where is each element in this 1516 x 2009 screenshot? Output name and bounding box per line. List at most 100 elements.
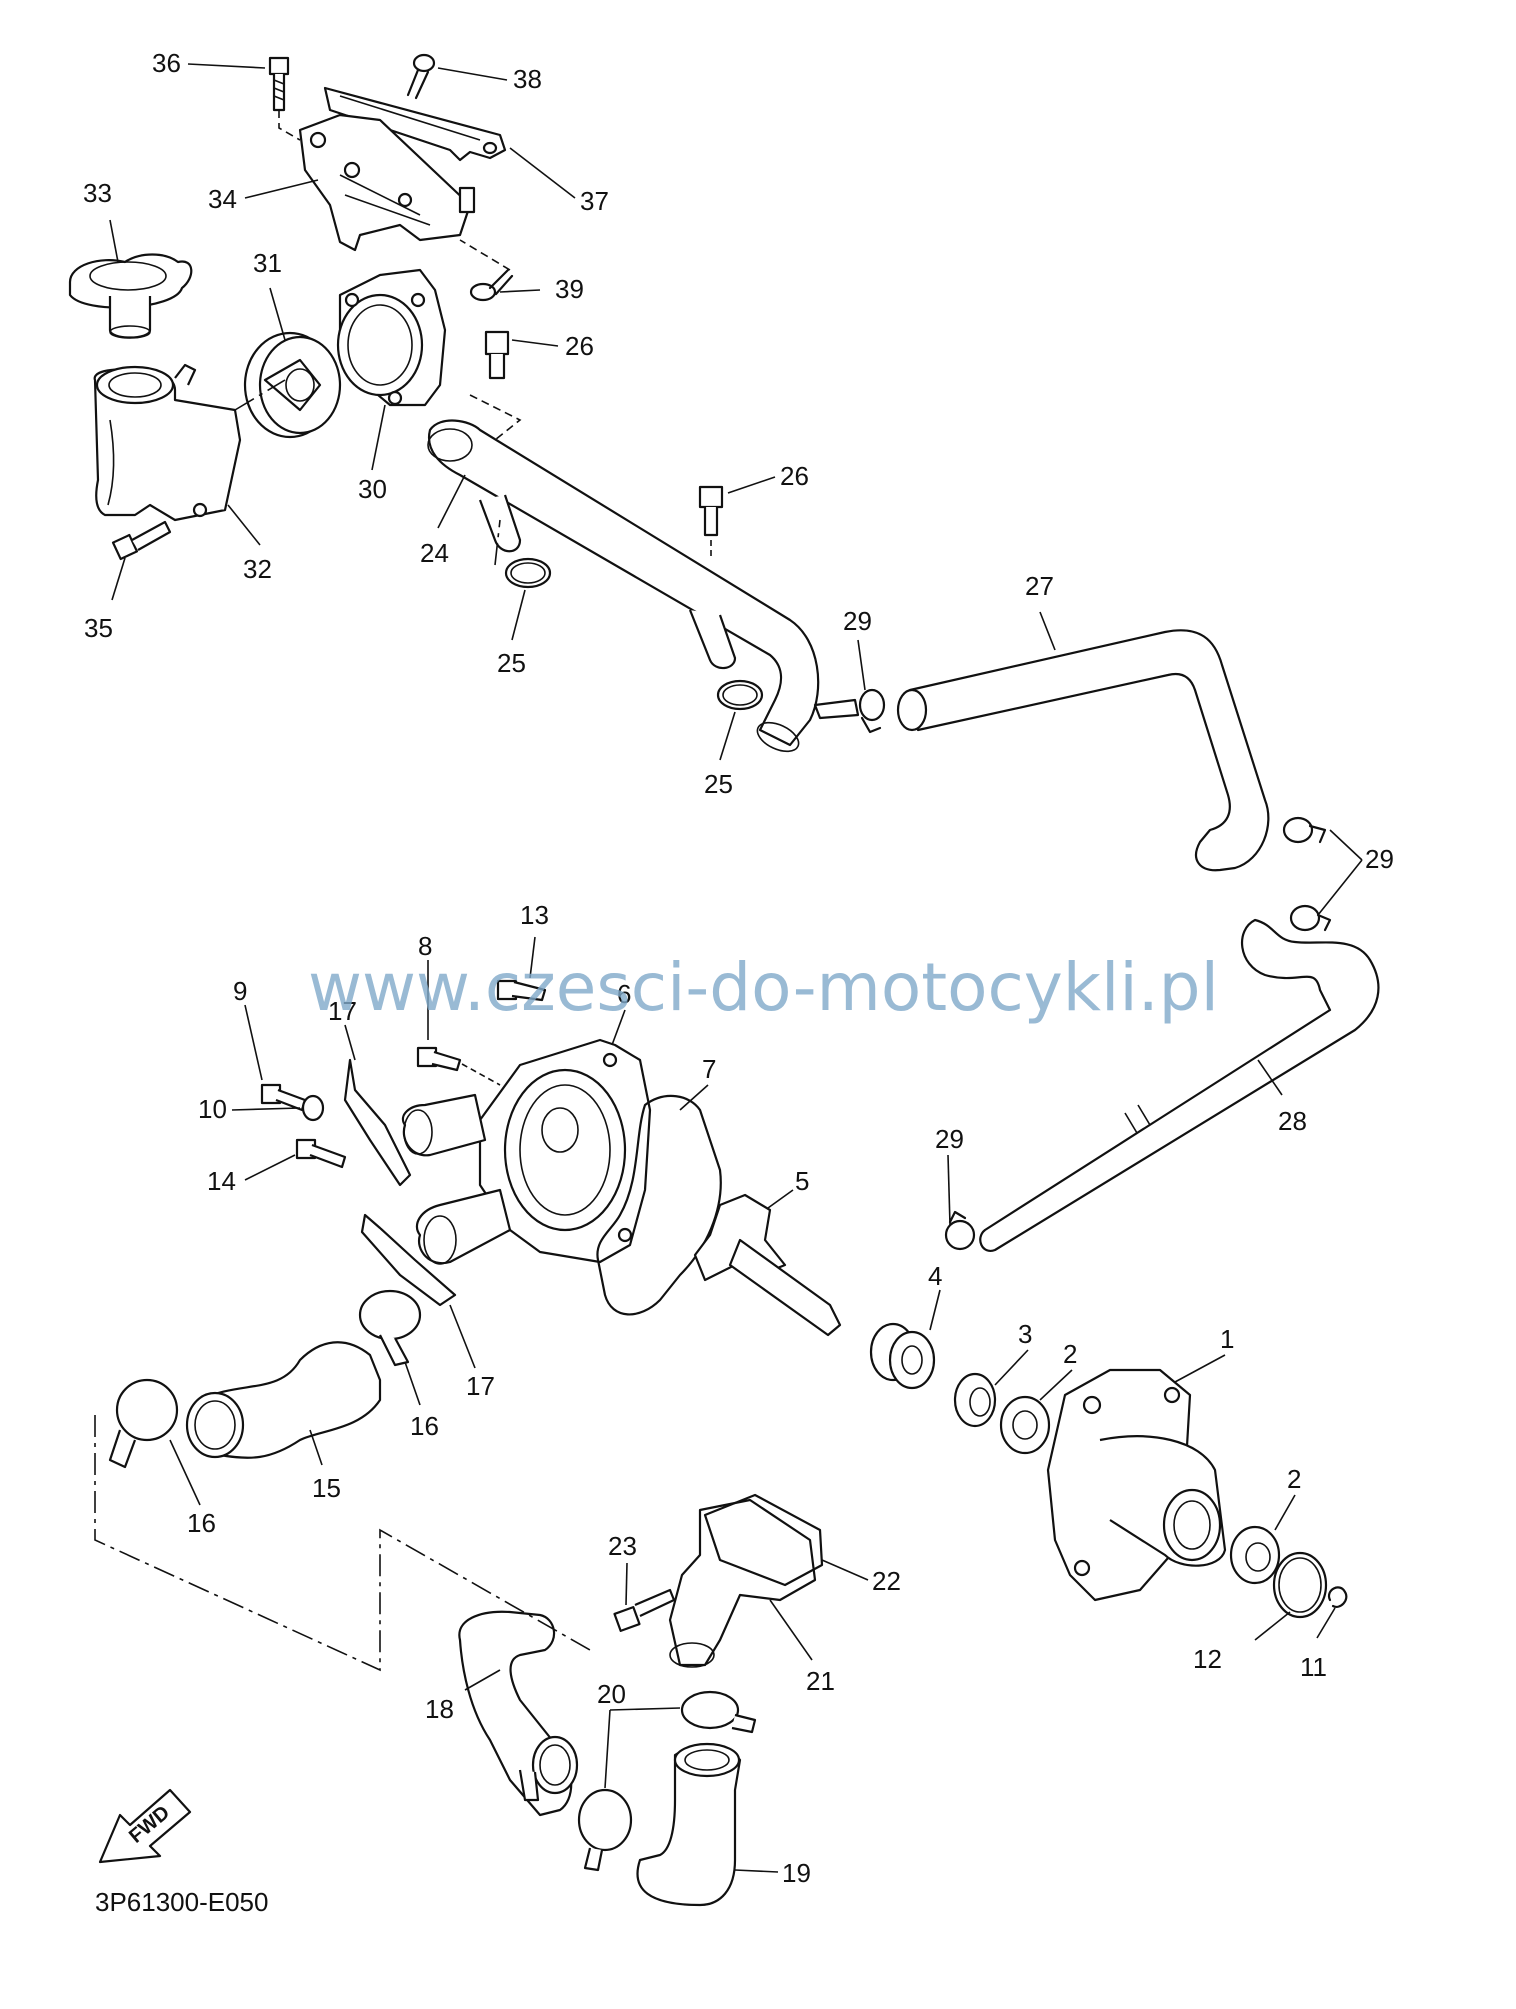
fwd-arrow-icon: FWD xyxy=(98,1788,192,1864)
pipe-19 xyxy=(636,1742,742,1907)
callout-11: 11 xyxy=(1300,1652,1327,1682)
radiator-cap-33 xyxy=(68,253,193,339)
callout-17-lower: 17 xyxy=(466,1371,495,1401)
screw-38 xyxy=(406,53,436,100)
callout-16-lower: 16 xyxy=(187,1508,216,1538)
callout-16-upper: 16 xyxy=(410,1411,439,1441)
callout-29-right: 29 xyxy=(1365,844,1394,874)
callout-29-lower: 29 xyxy=(935,1124,964,1154)
gasket-22 xyxy=(703,1493,824,1587)
callout-35: 35 xyxy=(84,613,113,643)
clamp-29-c xyxy=(1289,904,1332,932)
bolt-13 xyxy=(496,979,547,1002)
callout-38: 38 xyxy=(513,64,542,94)
screw-39 xyxy=(459,239,514,302)
callout-30: 30 xyxy=(358,474,387,504)
bolt-26-upper xyxy=(469,330,522,441)
callout-25-lower: 25 xyxy=(704,769,733,799)
clamp-29-b xyxy=(1282,816,1327,844)
bolt-35 xyxy=(111,520,172,561)
callout-18: 18 xyxy=(425,1694,454,1724)
callout-32: 32 xyxy=(243,554,272,584)
callout-13: 13 xyxy=(520,900,549,930)
callout-26-upper: 26 xyxy=(565,331,594,361)
thermostat-assembly xyxy=(68,53,820,753)
callout-33: 33 xyxy=(83,178,112,208)
callout-17-upper: 17 xyxy=(328,996,357,1026)
bolt-14 xyxy=(295,1138,347,1169)
seal-3 xyxy=(953,1372,997,1428)
callout-31: 31 xyxy=(253,248,282,278)
phantom-lines xyxy=(94,379,591,1672)
o-ring-12 xyxy=(1272,1551,1328,1619)
callout-10: 10 xyxy=(198,1094,227,1124)
callout-36: 36 xyxy=(152,48,181,78)
callout-39: 39 xyxy=(555,274,584,304)
callout-29-top: 29 xyxy=(843,606,872,636)
callout-14: 14 xyxy=(207,1166,236,1196)
hose-28 xyxy=(979,918,1380,1252)
hose-27 xyxy=(813,629,1270,872)
callout-19: 19 xyxy=(782,1858,811,1888)
bolt-23 xyxy=(613,1588,676,1632)
callout-22: 22 xyxy=(872,1566,901,1596)
watermark: www.czesci-do-motocykli.pl xyxy=(308,949,1219,1026)
pipe-24 xyxy=(427,419,820,753)
callout-6: 6 xyxy=(617,979,631,1009)
bolt-36 xyxy=(268,56,301,141)
callout-25-upper: 25 xyxy=(497,648,526,678)
callout-37: 37 xyxy=(580,186,609,216)
seal-4 xyxy=(869,1322,936,1390)
bracket-17-upper xyxy=(343,1058,412,1187)
callout-15: 15 xyxy=(312,1473,341,1503)
callout-4: 4 xyxy=(928,1261,942,1291)
clamp-20-upper xyxy=(680,1690,757,1734)
callout-26-lower: 26 xyxy=(780,461,809,491)
pipe-18 xyxy=(458,1610,579,1817)
callout-1: 1 xyxy=(1220,1324,1234,1354)
callout-8: 8 xyxy=(418,931,432,961)
hose-15 xyxy=(185,1341,382,1459)
callout-5: 5 xyxy=(795,1166,809,1196)
bracket-34 xyxy=(298,113,476,252)
clamp-29-a xyxy=(858,688,886,734)
catalog-code: 3P61300-E050 xyxy=(95,1887,268,1917)
impeller-5 xyxy=(693,1193,842,1337)
lower-pipes xyxy=(458,1493,824,1907)
callout-labels: 36 38 37 34 33 31 39 26 26 30 32 35 24 2… xyxy=(83,48,1394,1888)
clamp-20-lower xyxy=(577,1788,633,1872)
callout-3: 3 xyxy=(1018,1319,1032,1349)
pump-housing-6 xyxy=(401,1038,652,1265)
callout-21: 21 xyxy=(806,1666,835,1696)
bracket-17-lower xyxy=(360,1213,457,1307)
clamp-29-d xyxy=(944,1210,976,1251)
clamp-16-lower xyxy=(108,1378,179,1469)
circlip-11 xyxy=(1327,1586,1348,1608)
clamp-16-upper xyxy=(358,1289,422,1367)
water-pump-assembly xyxy=(108,979,1348,1619)
callout-24: 24 xyxy=(420,538,449,568)
callout-12: 12 xyxy=(1193,1644,1222,1674)
bolt-9 xyxy=(260,1083,307,1112)
bolt-8 xyxy=(416,1046,501,1086)
thermostat-31 xyxy=(243,331,342,439)
bolt-26-lower xyxy=(698,485,724,560)
callout-28: 28 xyxy=(1278,1106,1307,1136)
thermostat-housing-30 xyxy=(336,268,447,407)
bearing-2-rear xyxy=(1229,1525,1281,1585)
thermostat-cover-32 xyxy=(93,363,242,522)
washer-10 xyxy=(301,1094,325,1122)
callout-9: 9 xyxy=(233,976,247,1006)
outlet-21 xyxy=(668,1498,817,1668)
leader-lines xyxy=(109,63,1363,1873)
callout-7: 7 xyxy=(702,1054,716,1084)
o-ring-25-upper xyxy=(504,557,552,589)
callout-2-rear: 2 xyxy=(1287,1464,1301,1494)
callout-23: 23 xyxy=(608,1531,637,1561)
callout-2-front: 2 xyxy=(1063,1339,1077,1369)
gasket-7 xyxy=(596,1094,722,1316)
callout-27: 27 xyxy=(1025,571,1054,601)
callout-34: 34 xyxy=(208,184,237,214)
o-ring-25-lower xyxy=(716,679,764,711)
